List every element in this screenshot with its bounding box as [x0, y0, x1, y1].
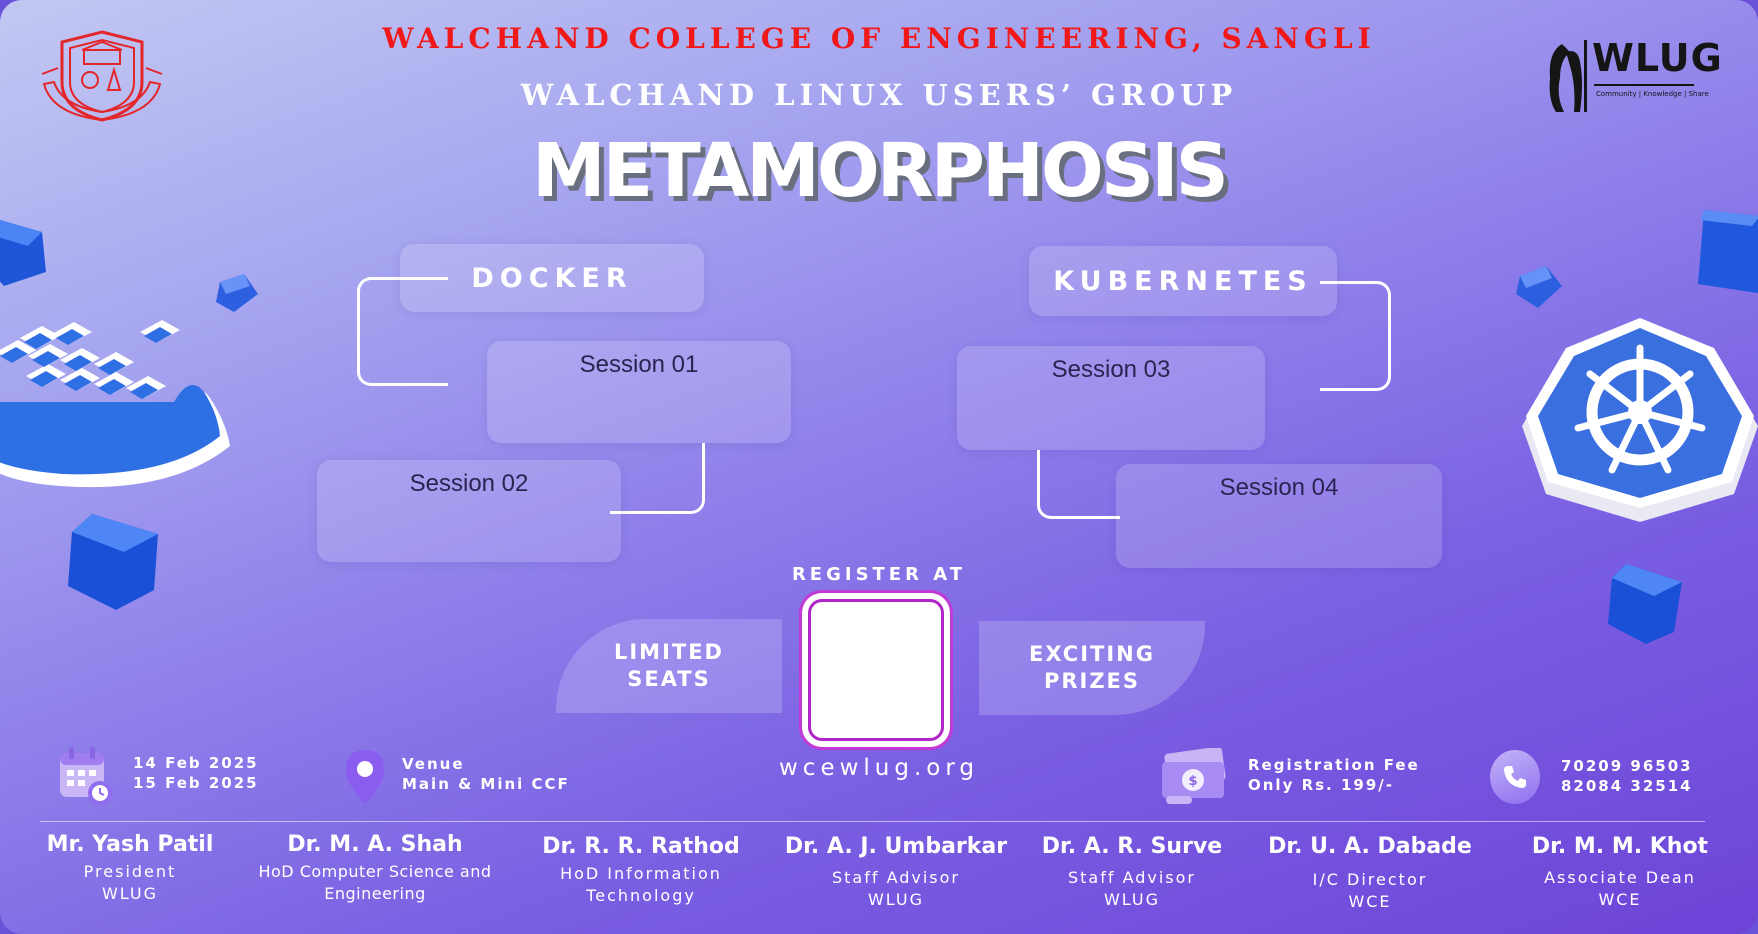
fee-label: Registration Fee [1248, 756, 1420, 774]
contact-phones: 70209 96503 82084 32514 [1561, 756, 1693, 796]
kubernetes-topic-card: KUBERNETES [1029, 246, 1337, 316]
docker-connector-line [357, 277, 448, 386]
kubernetes-connector-line [1320, 281, 1391, 391]
cube-icon [1604, 560, 1686, 646]
wlug-logo-rule [1594, 84, 1694, 86]
wlug-logo: WLUG Community | Knowledge | Share [1540, 36, 1722, 116]
session-01-card: Session 01 [487, 341, 791, 443]
register-label: REGISTER AT [791, 564, 967, 585]
person-name: Dr. U. A. Dabade [1268, 834, 1472, 859]
person-name: Dr. M. M. Khot [1531, 834, 1709, 859]
cube-icon [0, 210, 60, 290]
location-pin-icon [342, 748, 388, 806]
docker-whale-icon [0, 318, 250, 494]
person-name: Dr. R. R. Rathod [542, 834, 740, 859]
badge-line: PRIZES [1043, 669, 1141, 693]
date-line: 14 Feb 2025 [133, 754, 259, 772]
college-logo [38, 28, 166, 124]
money-icon: $ [1156, 746, 1232, 806]
badge-line: LIMITED [613, 640, 724, 664]
badge-line: SEATS [627, 667, 711, 691]
event-venue: Venue Main & Mini CCF [402, 754, 570, 794]
cube-icon [64, 512, 174, 612]
cube-icon [1690, 206, 1758, 302]
phone-number[interactable]: 82084 32514 [1561, 777, 1693, 795]
wlug-tagline: Community | Knowledge | Share [1596, 90, 1709, 98]
person-name: Dr. M. A. Shah [287, 832, 463, 857]
svg-text:$: $ [1188, 774, 1197, 789]
date-line: 15 Feb 2025 [133, 774, 259, 792]
event-title: METAMORPHOSIS [532, 128, 1229, 214]
person-name: Mr. Yash Patil [46, 832, 214, 857]
person-name: Dr. A. J. Umbarkar [784, 834, 1008, 859]
session-04-card: Session 04 [1116, 464, 1442, 568]
docker-connector-line [610, 443, 705, 514]
session-02-card: Session 02 [317, 460, 621, 562]
kubernetes-helm-icon [1520, 318, 1758, 522]
limited-seats-badge: LIMITED SEATS [556, 619, 782, 713]
website-link[interactable]: wcewlug.org [778, 755, 980, 781]
group-title: WALCHAND LINUX USERS’ GROUP [520, 78, 1238, 112]
calendar-icon [56, 745, 116, 807]
session-03-card: Session 03 [957, 346, 1265, 450]
person-name: Dr. A. R. Surve [1041, 834, 1223, 859]
footer-divider [40, 821, 1705, 822]
venue-label: Venue [402, 755, 465, 773]
cube-icon [210, 270, 262, 322]
badge-line: EXCITING [1029, 642, 1155, 666]
wlug-logo-text: WLUG [1592, 36, 1723, 80]
event-dates: 14 Feb 2025 15 Feb 2025 [133, 753, 259, 793]
fee-amount: Only Rs. 199/- [1248, 776, 1394, 794]
cube-icon [1512, 264, 1566, 312]
registration-fee: Registration Fee Only Rs. 199/- [1248, 755, 1420, 795]
docker-topic-card: DOCKER [400, 244, 704, 312]
college-title: WALCHAND COLLEGE OF ENGINEERING, SANGLI [382, 22, 1376, 55]
phone-icon [1490, 750, 1540, 804]
phone-number[interactable]: 70209 96503 [1561, 757, 1693, 775]
registration-qr-code[interactable] [808, 599, 944, 741]
kubernetes-connector-line [1037, 450, 1120, 519]
venue-name: Main & Mini CCF [402, 775, 570, 793]
